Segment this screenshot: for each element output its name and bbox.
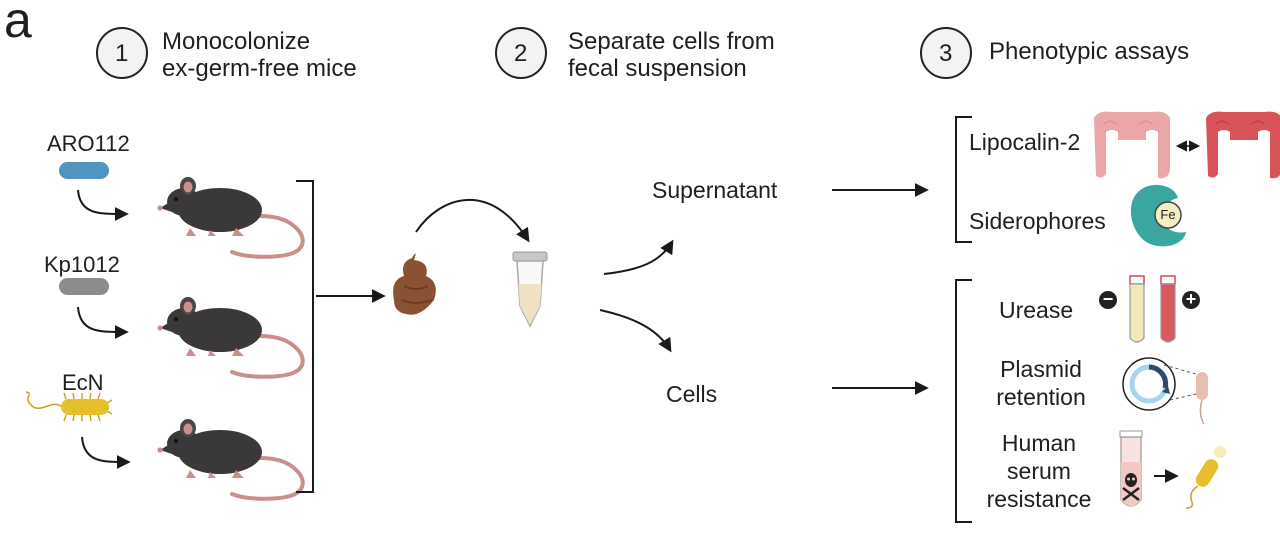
cells-label: Cells — [666, 381, 718, 407]
kp1012-bacterium-icon — [59, 278, 109, 295]
step-2-title-line-2: fecal suspension — [568, 55, 747, 82]
plasmid-icon — [1122, 357, 1197, 411]
cells-assays-bracket — [955, 279, 972, 523]
arrow-kp1012-to-mouse — [77, 306, 129, 340]
urease-positive-tube-icon — [1160, 275, 1176, 343]
strain-label-kp1012: Kp1012 — [44, 252, 120, 277]
step-1-number: 1 — [115, 40, 129, 67]
healthy-intestine-icon — [1094, 111, 1170, 179]
arrow-feces-to-tube — [415, 198, 530, 243]
inflamed-intestine-icon — [1206, 111, 1280, 179]
step-2-circle — [495, 27, 547, 79]
arrow-to-cells — [599, 309, 672, 353]
plasmid-bacterium-icon — [1196, 372, 1208, 425]
step-3-title: Phenotypic assays — [989, 38, 1190, 65]
step-2-number: 2 — [514, 40, 528, 67]
panel-label: a — [4, 0, 32, 48]
supernatant-label: Supernatant — [652, 177, 778, 203]
step-1-circle — [96, 27, 148, 79]
arrow-to-supernatant — [603, 239, 674, 275]
urease-negative-tube-icon — [1129, 275, 1145, 343]
step-2-title-line-1: Separate cells from — [568, 28, 775, 55]
ecn-bacterium-icon — [25, 391, 113, 422]
lipocalin-2-label: Lipocalin-2 — [969, 129, 1081, 155]
serum-label-line-2: serum — [1007, 458, 1071, 484]
supernatant-assays-bracket — [955, 116, 972, 243]
urease-positive-sign: + — [1185, 289, 1197, 309]
minus-sign-icon — [1099, 291, 1117, 309]
mouse-icon-3 — [155, 417, 305, 501]
strain-label-ecn: EcN — [62, 370, 104, 395]
siderophores-label: Siderophores — [969, 208, 1106, 234]
siderophore-icon — [1130, 184, 1186, 247]
aro112-bacterium-icon — [59, 162, 109, 179]
urease-negative-sign: − — [1102, 289, 1114, 309]
step-1-title-line-2: ex-germ-free mice — [162, 55, 357, 82]
mice-bracket — [296, 180, 314, 493]
serum-tube-icon — [1119, 430, 1143, 507]
plasmid-label-line-2: retention — [996, 384, 1086, 410]
mouse-icon-2 — [155, 295, 305, 379]
arrow-ecn-to-mouse — [81, 436, 131, 470]
serum-label-line-3: resistance — [986, 486, 1092, 512]
step-3-number: 3 — [939, 40, 953, 67]
iron-symbol: Fe — [1160, 207, 1176, 222]
step-3-circle — [920, 27, 972, 79]
serum-label-line-1: Human — [1001, 430, 1077, 456]
strain-label-aro112: ARO112 — [47, 131, 130, 156]
urease-label: Urease — [999, 297, 1074, 323]
centrifuge-tube-icon — [512, 251, 548, 328]
step-1-title-line-1: Monocolonize — [162, 28, 311, 55]
mouse-icon-1 — [155, 175, 305, 259]
plasmid-label-line-1: Plasmid — [1000, 356, 1082, 382]
serum-resistant-bacterium-icon — [1185, 446, 1226, 509]
arrow-aro112-to-mouse — [77, 189, 129, 222]
plus-sign-icon — [1182, 291, 1200, 309]
feces-icon — [393, 253, 436, 315]
